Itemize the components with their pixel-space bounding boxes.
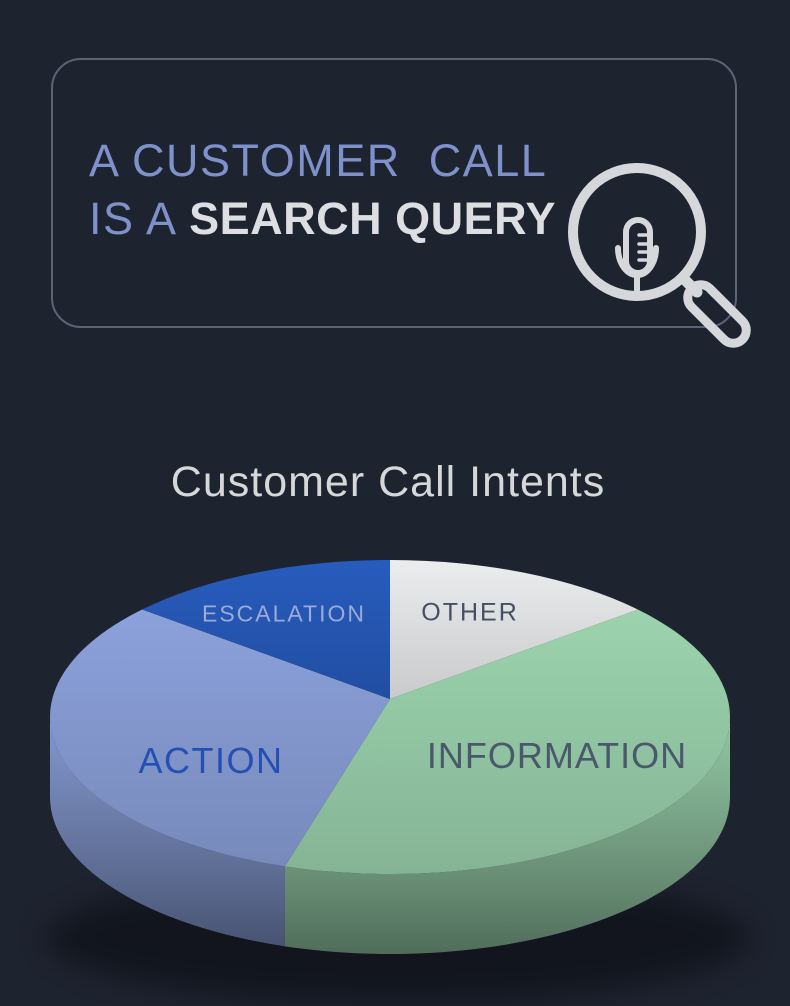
banner-title-line1: A CUSTOMER CALL	[89, 135, 548, 186]
pie-label-action: ACTION	[138, 740, 284, 781]
pie-label-information: INFORMATION	[426, 735, 688, 776]
magnifier-handle-icon	[677, 272, 751, 348]
chart-title: Customer Call Intents	[170, 458, 606, 506]
banner-card: A CUSTOMER CALL IS A SEARCH QUERY	[51, 58, 751, 348]
microphone-in-magnifier-icon	[568, 163, 751, 348]
pie-label-escalation: ESCALATION	[202, 600, 366, 627]
pie-label-other: OTHER	[421, 598, 519, 627]
banner-title-line2-prefix: IS A	[89, 193, 190, 244]
banner-title-line2-emphasis: SEARCH QUERY	[189, 193, 556, 244]
banner-title: A CUSTOMER CALL IS A SEARCH QUERY	[89, 132, 556, 248]
microphone-icon	[615, 217, 659, 299]
banner-title-line2: IS A SEARCH QUERY	[89, 190, 556, 248]
